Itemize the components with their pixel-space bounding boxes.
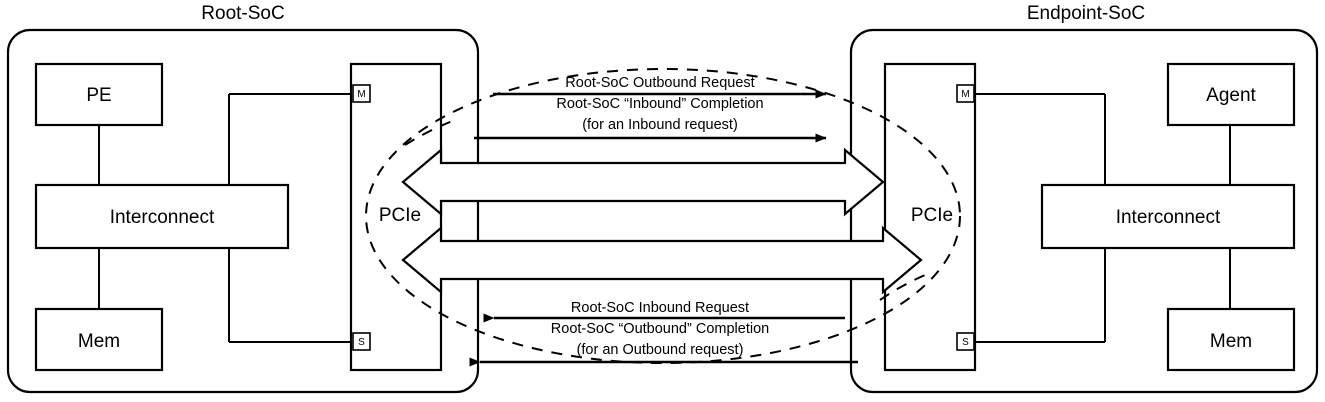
endpoint-agent-box	[1166, 62, 1296, 127]
endpoint-soc-title: Endpoint-SoC	[1027, 3, 1145, 24]
root-soc-container	[6, 28, 480, 394]
root-mem-label: Mem	[78, 331, 120, 352]
root-pe-label: PE	[86, 85, 111, 106]
endpoint-pcie-master-port-label: M	[961, 89, 969, 100]
endpoint-pcie-slave-port-label: S	[962, 337, 969, 348]
endpoint-pcie-label: PCIe	[911, 205, 953, 226]
root-pcie-slave-port-label: S	[358, 337, 365, 348]
root-pcie-slave-port-box	[352, 332, 371, 351]
flow-label-inbound-completion: Root-SoC “Inbound” Completion	[556, 96, 763, 112]
endpoint-agent-label: Agent	[1206, 85, 1256, 106]
root-interconnect-box	[34, 183, 290, 250]
pcie-link-arrow-outbound	[401, 147, 885, 217]
root-interconnect-label: Interconnect	[110, 207, 215, 228]
root-mem-box	[34, 307, 164, 372]
ellipse-overlay-top-left	[404, 119, 456, 146]
endpoint-interconnect-box	[1040, 183, 1296, 250]
flow-label-inbound-completion-note: (for an Inbound request)	[582, 117, 738, 133]
endpoint-pcie-slave-port-box	[956, 332, 975, 351]
root-pcie-master-port-label: M	[357, 89, 365, 100]
endpoint-mem-box	[1166, 307, 1296, 372]
root-pcie-box	[349, 62, 443, 372]
flow-label-outbound-completion: Root-SoC “Outbound” Completion	[551, 321, 769, 337]
endpoint-interconnect-label: Interconnect	[1116, 207, 1221, 228]
endpoint-pcie-master-port-box	[956, 84, 975, 103]
flow-label-inbound-request: Root-SoC Inbound Request	[571, 300, 749, 316]
flow-label-outbound-request: Root-SoC Outbound Request	[565, 75, 754, 91]
endpoint-soc-container	[849, 28, 1319, 394]
flow-label-outbound-completion-note: (for an Outbound request)	[577, 342, 744, 358]
pcie-link-domain-ellipse	[365, 68, 961, 364]
root-pcie-master-port-box	[352, 84, 371, 103]
endpoint-mem-label: Mem	[1210, 331, 1252, 352]
root-pcie-label: PCIe	[379, 205, 421, 226]
ellipse-overlay-bottom-right	[879, 274, 926, 301]
root-pe-box	[34, 62, 164, 127]
pcie-link-arrow-inbound	[401, 225, 923, 295]
root-soc-title: Root-SoC	[201, 3, 284, 24]
